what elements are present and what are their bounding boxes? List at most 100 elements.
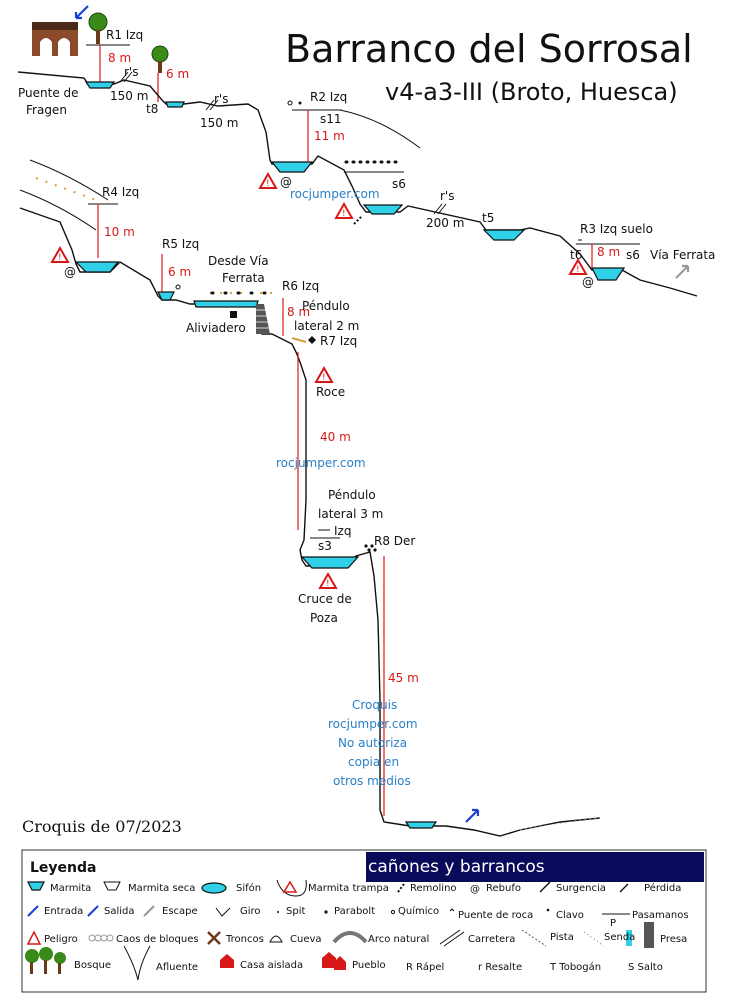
legend-row1-2: Marmita seca [128,883,195,894]
desde-label-2: Ferrata [222,271,265,285]
legend-p-mark: P [610,918,616,929]
middle-canyon-profile [19,207,601,837]
pool-11 [404,821,438,829]
svg-text:!: ! [58,253,62,263]
pool-3 [270,161,314,173]
cruce-label-2: Poza [310,611,338,625]
legend-row4-1: Bosque [74,960,111,971]
pool-10 [300,556,360,569]
aliviadero-label: Aliviadero [186,321,246,335]
svg-text:@: @ [280,175,292,189]
pendulo1-label-2: lateral 2 m [294,319,359,333]
legend-banner-text: cañones y barrancos [368,857,545,877]
tree-icon-2 [151,45,169,73]
r5-label: R5 Izq [162,237,199,251]
rs2-length: 150 m [200,116,238,130]
legend-row1-5: Remolino [410,883,457,894]
legend-row4-4: Pueblo [352,960,386,971]
r1-length: 8 m [108,51,131,65]
legend-title: Leyenda [30,860,96,876]
r3-label: R3 Izq suelo [580,222,653,236]
legend-row4-6: r Resalte [478,962,522,973]
bridge-icon [32,22,78,56]
r4-length: 10 m [104,225,135,239]
r4-label: R4 Izq [102,185,139,199]
pool-9 [193,300,259,308]
legend-row1-1: Marmita [50,883,91,894]
legend-row3-9: Presa [660,934,687,945]
rs2-label: r's [214,92,228,106]
legend-row1-8: Pérdida [644,882,681,894]
svg-text:!: ! [342,209,346,219]
rs3-length: 200 m [426,216,464,230]
pool-6 [591,267,626,281]
watermark-5: otros medios [333,774,411,788]
legend-row2-3: Escape [162,906,198,917]
danger-icon-4: ! [50,245,70,263]
upper-canyon-profile [17,71,698,297]
svg-text:@: @ [64,265,76,279]
web-2: rocjumper.com [276,456,366,470]
escape-arrow-icon [675,264,690,279]
pendulo2-label: Péndulo [328,488,376,502]
legend-row3-5: Arco natural [368,934,429,945]
exit-arrow-icon [465,808,480,823]
pool-4 [362,204,404,215]
r6-length: 8 m [287,305,310,319]
svg-text:!: ! [326,579,330,589]
legend-row2-2: Salida [104,906,135,917]
pool-2 [165,101,185,108]
rs1-label: r's [124,65,138,79]
legend-row2-8: Puente de roca [458,910,533,921]
r2-length: 11 m [314,129,345,143]
legend-row2-10: Pasamanos [632,910,689,921]
legend-row2-4: Giro [240,906,261,917]
legend-row4-8: S Salto [628,962,663,973]
r6-label: R6 Izq [282,279,319,293]
pool-1 [84,81,116,89]
pool-8 [157,291,175,301]
s3-label: s3 [318,539,332,553]
croquis-date: Croquis de 07/2023 [22,817,182,836]
watermark-4: copia en [348,755,399,769]
izq-label: Izq [334,524,351,538]
cruce-label: Cruce de [298,592,352,606]
legend-row1-4: Marmita trampa [308,883,389,894]
t5-label: t5 [482,211,494,225]
danger-icon-6: ! [318,571,338,589]
rs1-length: 150 m [110,89,148,103]
legend-row4-2: Afluente [156,962,198,973]
legend-row2-1: Entrada [44,906,83,917]
danger-icon-3: ! [568,257,588,275]
legend-row3-4: Cueva [290,934,322,945]
forest-icon [25,947,66,974]
via-ferrata-label: Vía Ferrata [650,248,715,262]
pendulo2-label-2: lateral 3 m [318,507,383,521]
puente-label-2: Fragen [26,103,67,117]
pendulo1-label: Péndulo [302,299,350,313]
watermark-2: rocjumper.com [328,717,418,731]
entry-arrow-icon [74,5,89,20]
s6a-label: s6 [392,177,406,191]
watermark-1: Croquis [352,698,397,712]
legend-row1-3: Sifón [236,882,261,894]
legend-row3-2: Caos de bloques [116,934,199,945]
legend-row3-8: Senda [604,932,635,943]
s11-label: s11 [320,112,342,126]
legend-row2-7: Químico [398,905,439,917]
r3-length: 8 m [597,245,620,259]
t6-label: t6 [570,248,582,262]
r5-length: 6 m [168,265,191,279]
subtitle: v4-a3-III (Broto, Huesca) [385,78,678,106]
r7-length: 40 m [320,430,351,444]
r8-length: 45 m [388,671,419,685]
tree-icon [88,12,108,44]
pool-7 [74,261,120,273]
web-1: rocjumper.com [290,187,380,201]
legend-banner [366,852,704,882]
r7-label: R7 Izq [320,334,357,348]
legend-row1-6: Rebufo [486,883,521,894]
r1-label: R1 Izq [106,28,143,42]
r2-label: R2 Izq [310,90,347,104]
legend-row3-1: Peligro [44,934,78,945]
